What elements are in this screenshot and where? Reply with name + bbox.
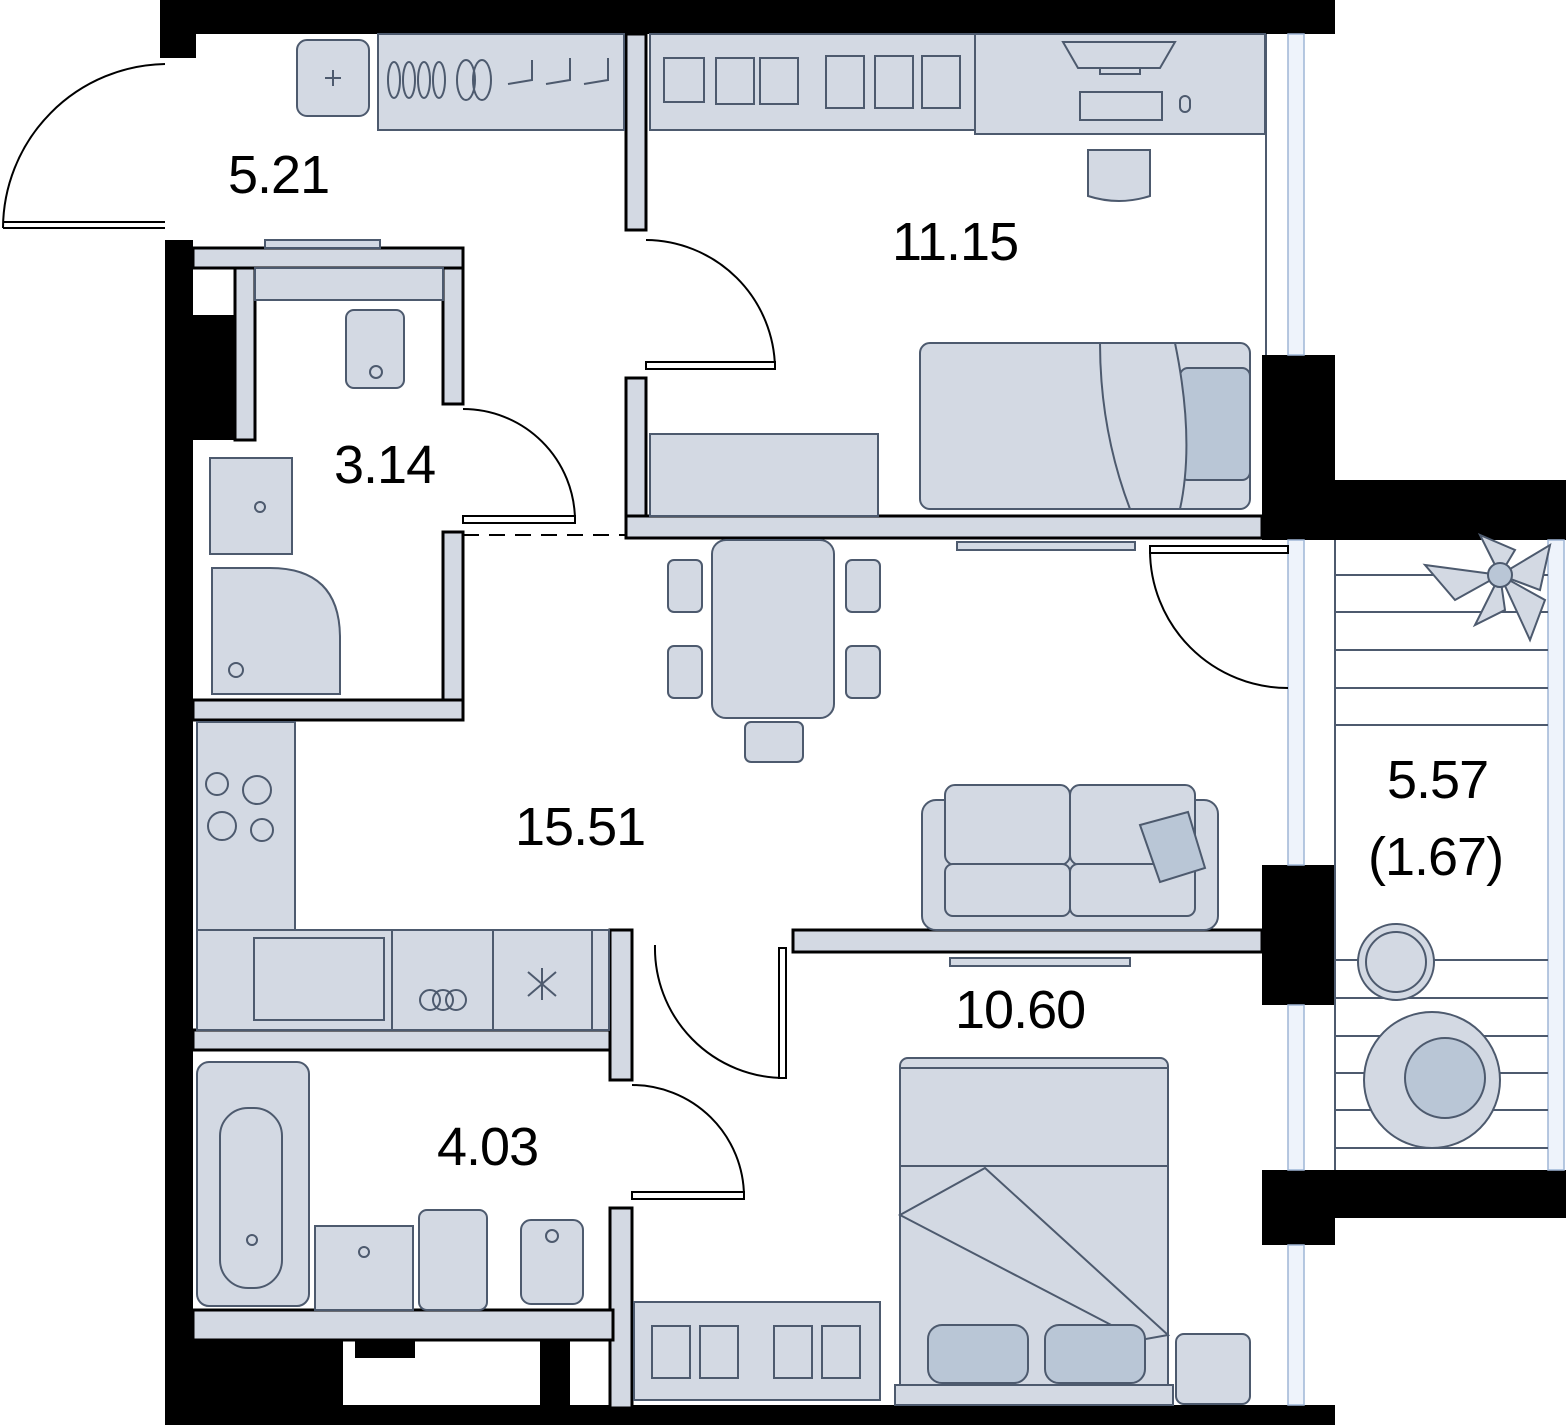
washing-machine-icon bbox=[418, 1209, 488, 1311]
wardrobe-icon bbox=[649, 33, 976, 131]
bathroom-small-furniture bbox=[209, 267, 444, 695]
area-label-bathroom: 4.03 bbox=[437, 1117, 538, 1177]
wardrobe-icon bbox=[377, 33, 625, 131]
sink-icon bbox=[314, 1225, 414, 1311]
balcony-furniture bbox=[1335, 533, 1552, 1149]
sofa-icon bbox=[921, 784, 1219, 931]
toilet-icon bbox=[345, 309, 405, 389]
bathroom-furniture bbox=[196, 1061, 584, 1311]
area-label-balcony: 5.57 bbox=[1387, 750, 1488, 810]
doors bbox=[2, 63, 1289, 1200]
nightstand-icon bbox=[1175, 1333, 1251, 1405]
tv-icon bbox=[956, 541, 1136, 551]
area-label-balcony-reduced: (1.67) bbox=[1368, 827, 1503, 887]
interior-walls bbox=[191, 32, 1264, 1410]
armchair-icon bbox=[1363, 1011, 1501, 1149]
chair-icon bbox=[1087, 149, 1151, 202]
area-label-bathroom-small: 3.14 bbox=[334, 435, 435, 495]
sink-icon bbox=[209, 457, 293, 555]
stove-icon bbox=[196, 721, 296, 931]
coffee-table-icon bbox=[1357, 923, 1435, 1001]
area-labels: 5.21 11.15 3.14 15.51 5.57 (1.67) 10.60 … bbox=[228, 145, 1504, 1177]
windows bbox=[1265, 33, 1565, 1406]
tv-icon bbox=[949, 957, 1131, 967]
dresser-icon bbox=[649, 433, 879, 517]
kitchen-furniture bbox=[196, 539, 1219, 1031]
hallway-furniture bbox=[264, 33, 625, 249]
plant-icon bbox=[1422, 533, 1552, 643]
bedroom-2-furniture bbox=[633, 1057, 1251, 1406]
shower-icon bbox=[211, 567, 341, 695]
area-label-bedroom-2: 10.60 bbox=[955, 980, 1085, 1040]
area-label-kitchen-living: 15.51 bbox=[515, 797, 645, 857]
bedroom-1-furniture bbox=[649, 33, 1266, 551]
area-label-hallway: 5.21 bbox=[228, 145, 329, 205]
sink-icon bbox=[253, 937, 385, 1021]
area-label-bedroom-1: 11.15 bbox=[892, 212, 1018, 272]
entrance-door bbox=[2, 63, 166, 229]
dining-table-icon bbox=[711, 539, 835, 719]
toilet-icon bbox=[520, 1219, 584, 1305]
